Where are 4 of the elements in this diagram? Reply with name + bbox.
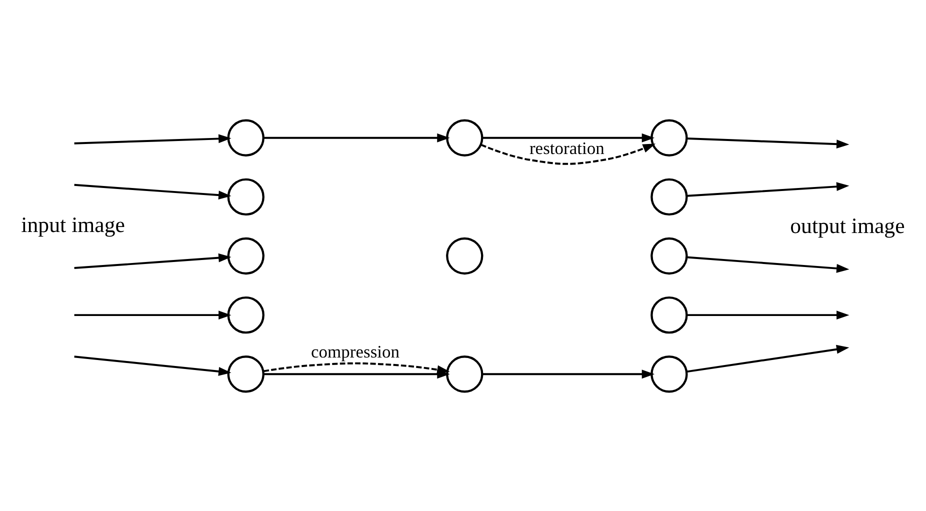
label: input image — [21, 212, 125, 236]
label: output image — [790, 214, 905, 238]
edge-label: restoration — [529, 138, 604, 158]
edge-label: compression — [311, 341, 400, 361]
